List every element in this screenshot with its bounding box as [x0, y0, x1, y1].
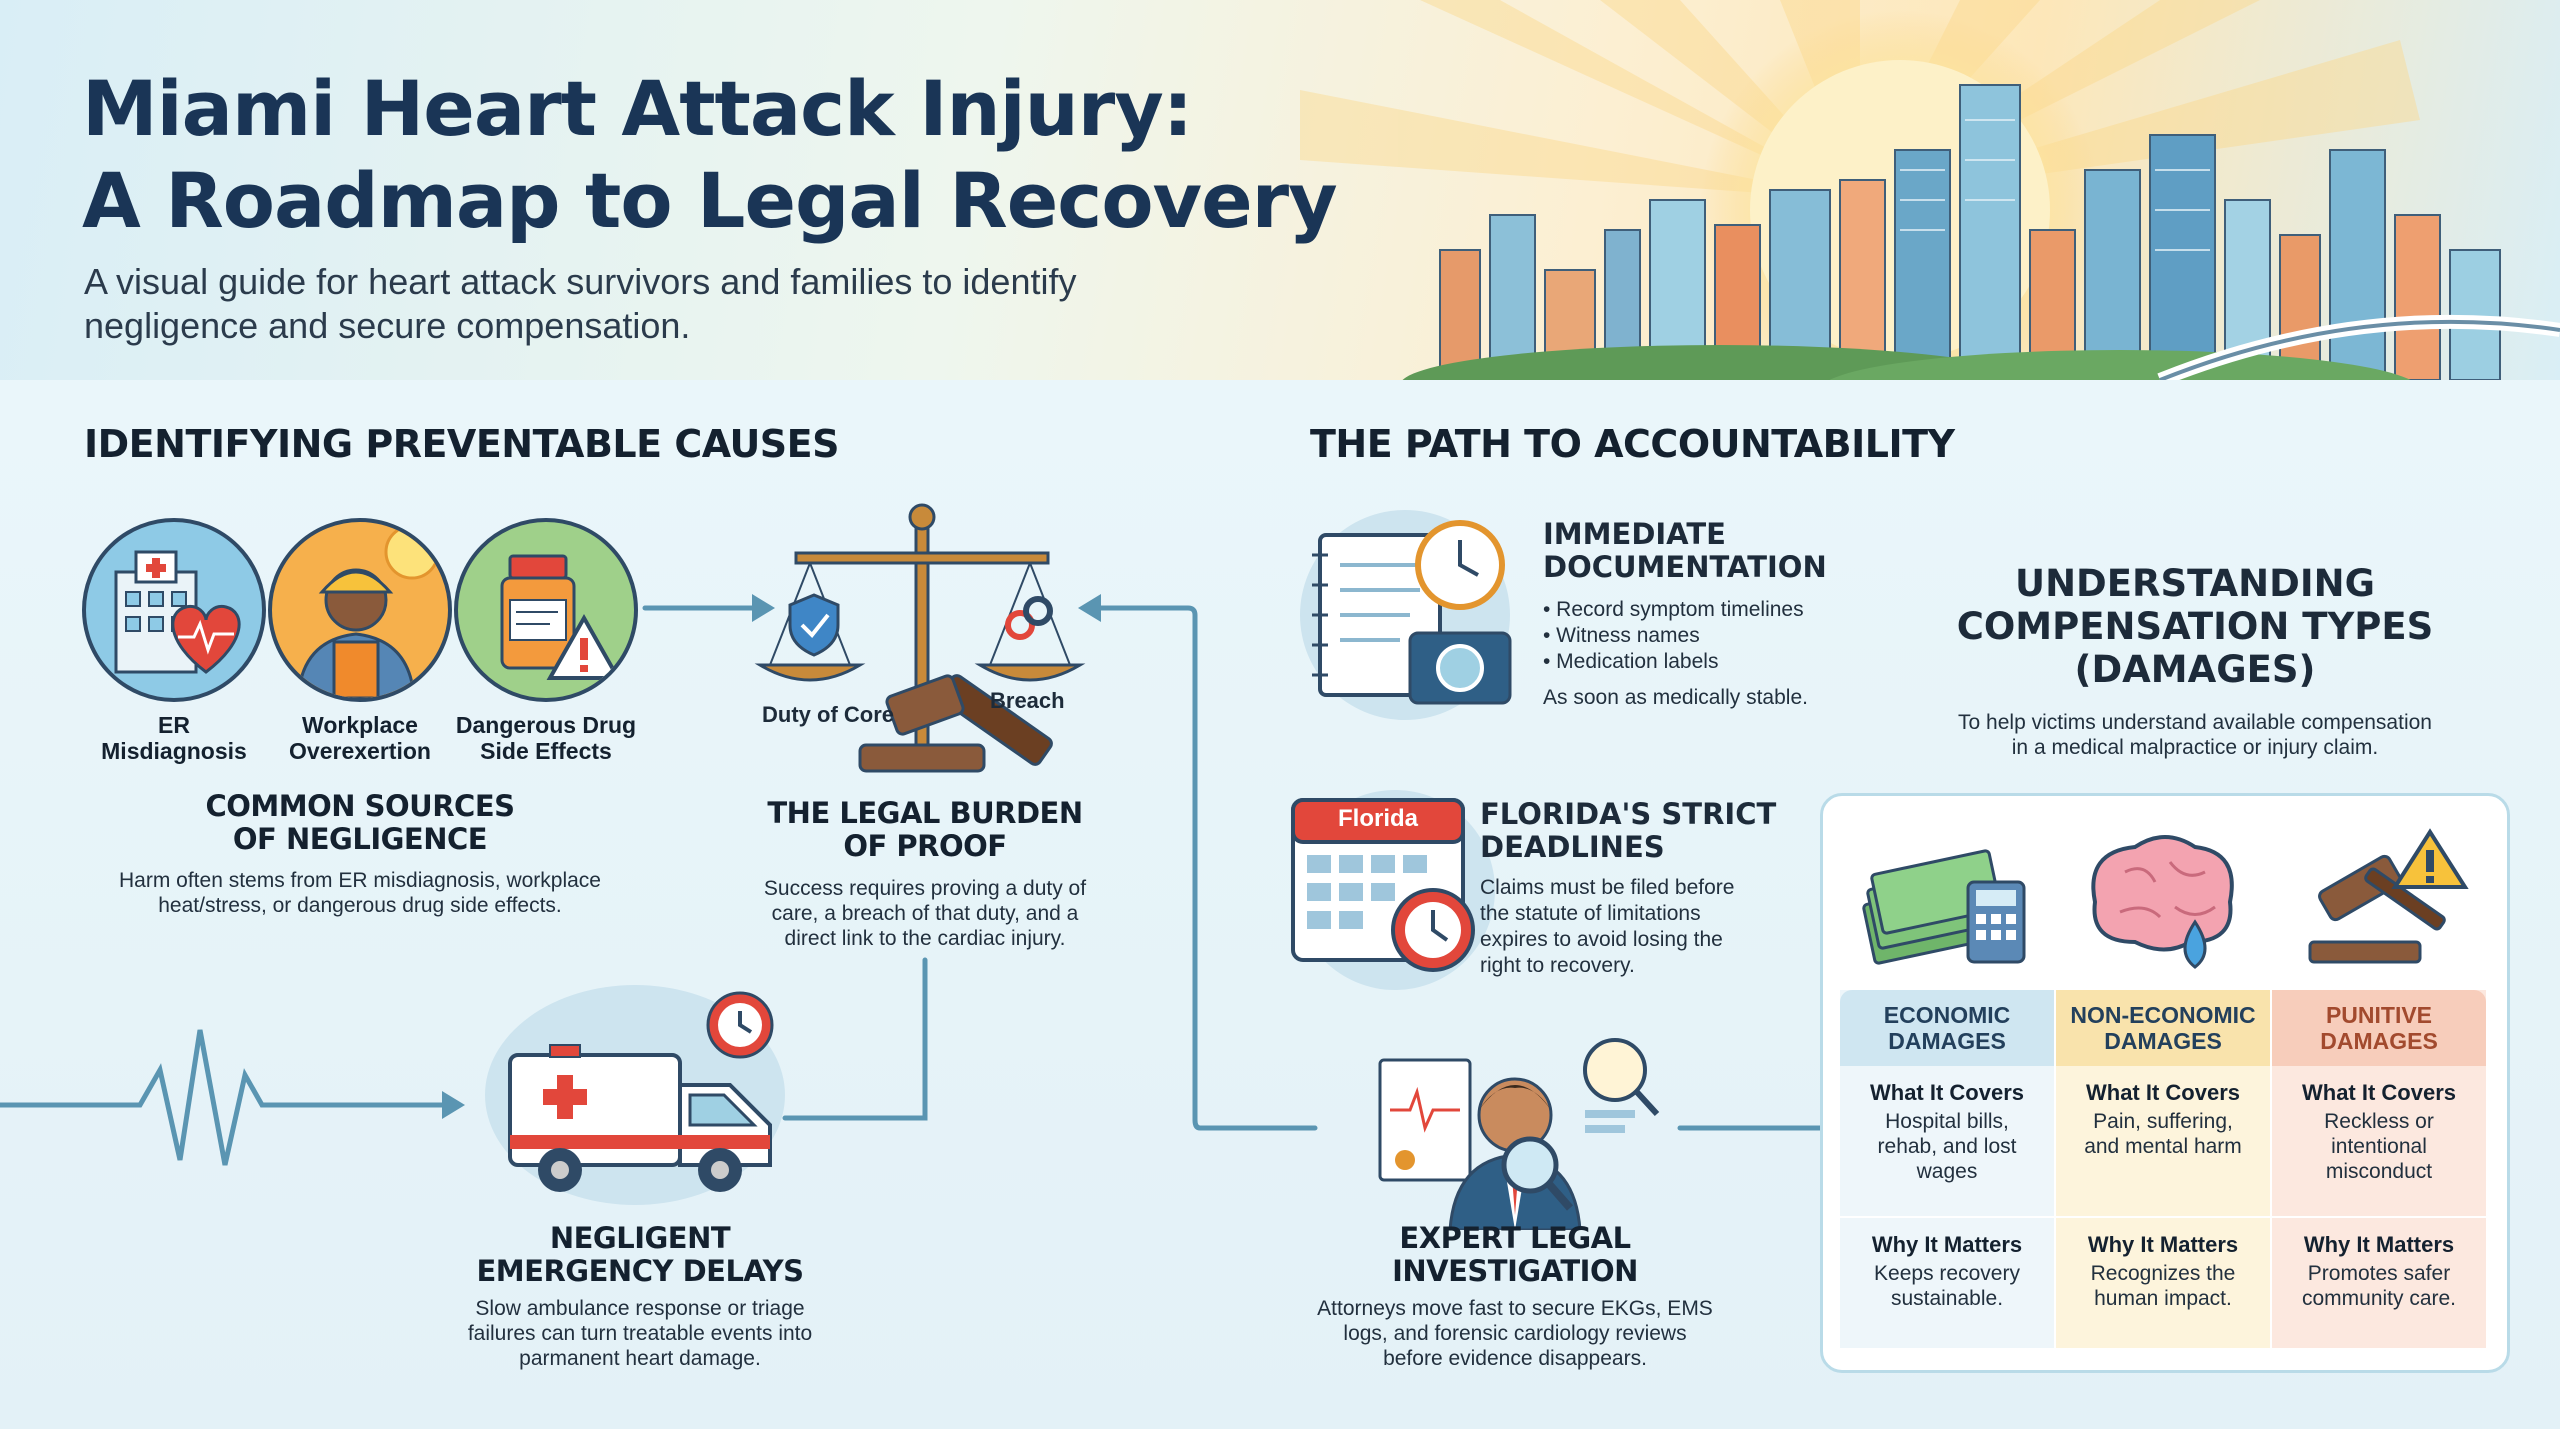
documentation-bullet: • Medication labels: [1543, 650, 1719, 673]
deadlines-text: Claims must be filed before the statute …: [1480, 876, 1735, 977]
economic-covers: What It Covers Hospital bills, rehab, an…: [1840, 1066, 2054, 1218]
economic-why: Why It Matters Keeps recovery sustainabl…: [1871, 1232, 2023, 1310]
icon-label-workplace: Workplace Overexertion: [289, 712, 431, 764]
deadlines-title: FLORIDA'S STRICT DEADLINES: [1480, 797, 1777, 864]
non-economic-why: Why It Matters Recognizes the human impa…: [2087, 1232, 2239, 1310]
page-title-line2: A Roadmap to Legal Recovery: [82, 156, 1338, 245]
sunrise-skyline-illustration: [1300, 0, 2560, 380]
subtitle-line2: negligence and secure compensation.: [84, 305, 691, 346]
section-heading-accountability: THE PATH TO ACCOUNTABILITY: [1310, 422, 1955, 466]
dangerous-drug-circle: [454, 518, 638, 702]
damages-title: UNDERSTANDING COMPENSATION TYPES (DAMAGE…: [1956, 562, 2434, 691]
punitive-covers: What It Covers Reckless or intentional m…: [2272, 1066, 2486, 1218]
attorney-magnifier-icon: [1378, 1038, 1660, 1230]
workplace-overexertion-circle: [268, 518, 452, 702]
hospital-heart-icon: [114, 550, 241, 674]
investigation-title: EXPERT LEGAL INVESTIGATION: [1392, 1221, 1638, 1288]
delays-text: Slow ambulance response or triage failur…: [467, 1297, 813, 1370]
documentation-title: IMMEDIATE DOCUMENTATION: [1543, 517, 1827, 584]
ambulance-icon: [485, 985, 785, 1205]
subtitle-line1: A visual guide for heart attack survivor…: [84, 261, 1077, 302]
pill-bottle-warning-icon: [500, 554, 622, 680]
section-heading-causes: IDENTIFYING PREVENTABLE CAUSES: [84, 422, 840, 466]
gavel-warning-icon: [2308, 828, 2469, 964]
worker-sun-icon: [296, 524, 440, 698]
burden-text: Success requires proving a duty of care,…: [763, 877, 1087, 950]
documentation-bullet: • Record symptom timelines: [1543, 598, 1804, 621]
scales-of-justice-icon: [754, 503, 1086, 773]
sources-title: COMMON SOURCES OF NEGLIGENCE: [205, 789, 515, 856]
investigation-text: Attorneys move fast to secure EKGs, EMS …: [1317, 1297, 1713, 1370]
calendar-label: Florida: [1337, 805, 1418, 832]
brain-tear-icon: [2091, 835, 2234, 969]
burden-title: THE LEGAL BURDEN OF PROOF: [767, 796, 1083, 863]
icon-label-drug: Dangerous Drug Side Effects: [455, 712, 637, 764]
page-title-line1: Miami Heart Attack Injury:: [82, 64, 1193, 153]
delays-title: NEGLIGENT EMERGENCY DELAYS: [476, 1221, 805, 1288]
florida-calendar-icon: [1291, 790, 1495, 990]
damages-intro: To help victims understand available com…: [1958, 711, 2432, 759]
scale-left-label: Duty of Core: [762, 702, 894, 727]
er-misdiagnosis-circle: [82, 518, 266, 702]
documentation-bullets: • Record symptom timelines • Witness nam…: [1543, 597, 1804, 675]
documentation-bullet: • Witness names: [1543, 624, 1700, 647]
sources-text: Harm often stems from ER misdiagnosis, w…: [119, 869, 601, 917]
icon-label-er: ER Misdiagnosis: [101, 712, 247, 764]
notepad-clock-camera-icon: [1300, 510, 1512, 720]
scale-right-label: Breach: [990, 688, 1065, 713]
punitive-why: Why It Matters Promotes safer community …: [2301, 1232, 2457, 1310]
money-calculator-icon: [1862, 849, 2026, 965]
header-banner: Miami Heart Attack Injury: A Roadmap to …: [0, 0, 2560, 380]
non-economic-covers: What It Covers Pain, suffering, and ment…: [2056, 1066, 2270, 1218]
documentation-note: As soon as medically stable.: [1543, 686, 1808, 709]
